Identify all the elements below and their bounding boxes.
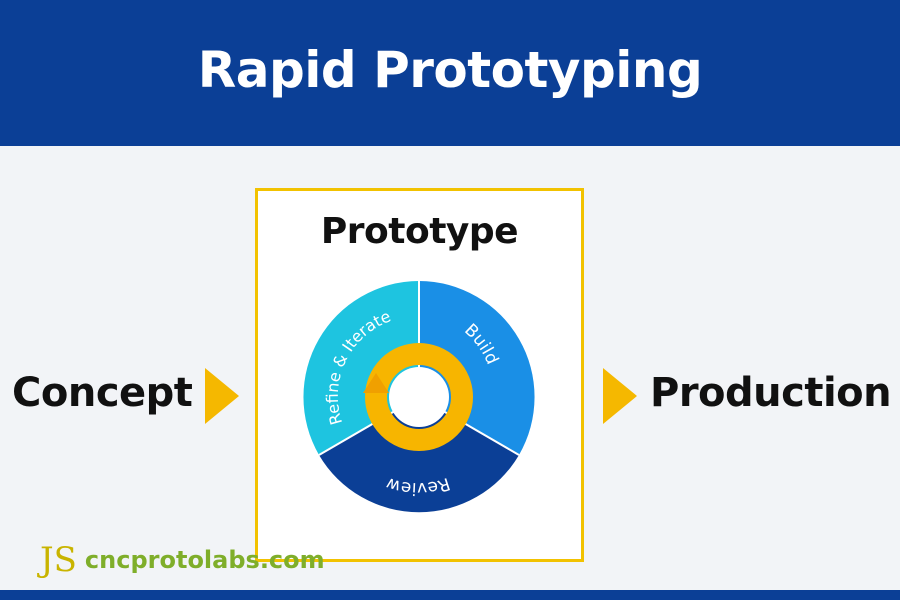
prototype-cycle-wheel: Build Refine & Iterate Review: [303, 281, 535, 513]
prototype-box: Prototype Build Refine & Iterate Revie: [255, 188, 584, 562]
footer-bar: [0, 590, 900, 600]
triangle-right-icon: [205, 368, 239, 424]
page-title: Rapid Prototyping: [197, 41, 703, 99]
cycle-arrowhead-icon: [363, 373, 389, 393]
review-segment: [319, 397, 519, 513]
stage-concept: Concept: [12, 370, 193, 416]
header-banner: Rapid Prototyping: [0, 0, 900, 146]
circular-arrow-icon: [365, 343, 473, 451]
prototype-title: Prototype: [320, 211, 519, 252]
watermark-logo: JS: [40, 540, 77, 580]
watermark: JS cncprotolabs.com: [40, 543, 325, 577]
triangle-right-icon: [603, 368, 637, 424]
stage-production: Production: [650, 370, 892, 416]
watermark-text: cncprotolabs.com: [84, 546, 325, 574]
